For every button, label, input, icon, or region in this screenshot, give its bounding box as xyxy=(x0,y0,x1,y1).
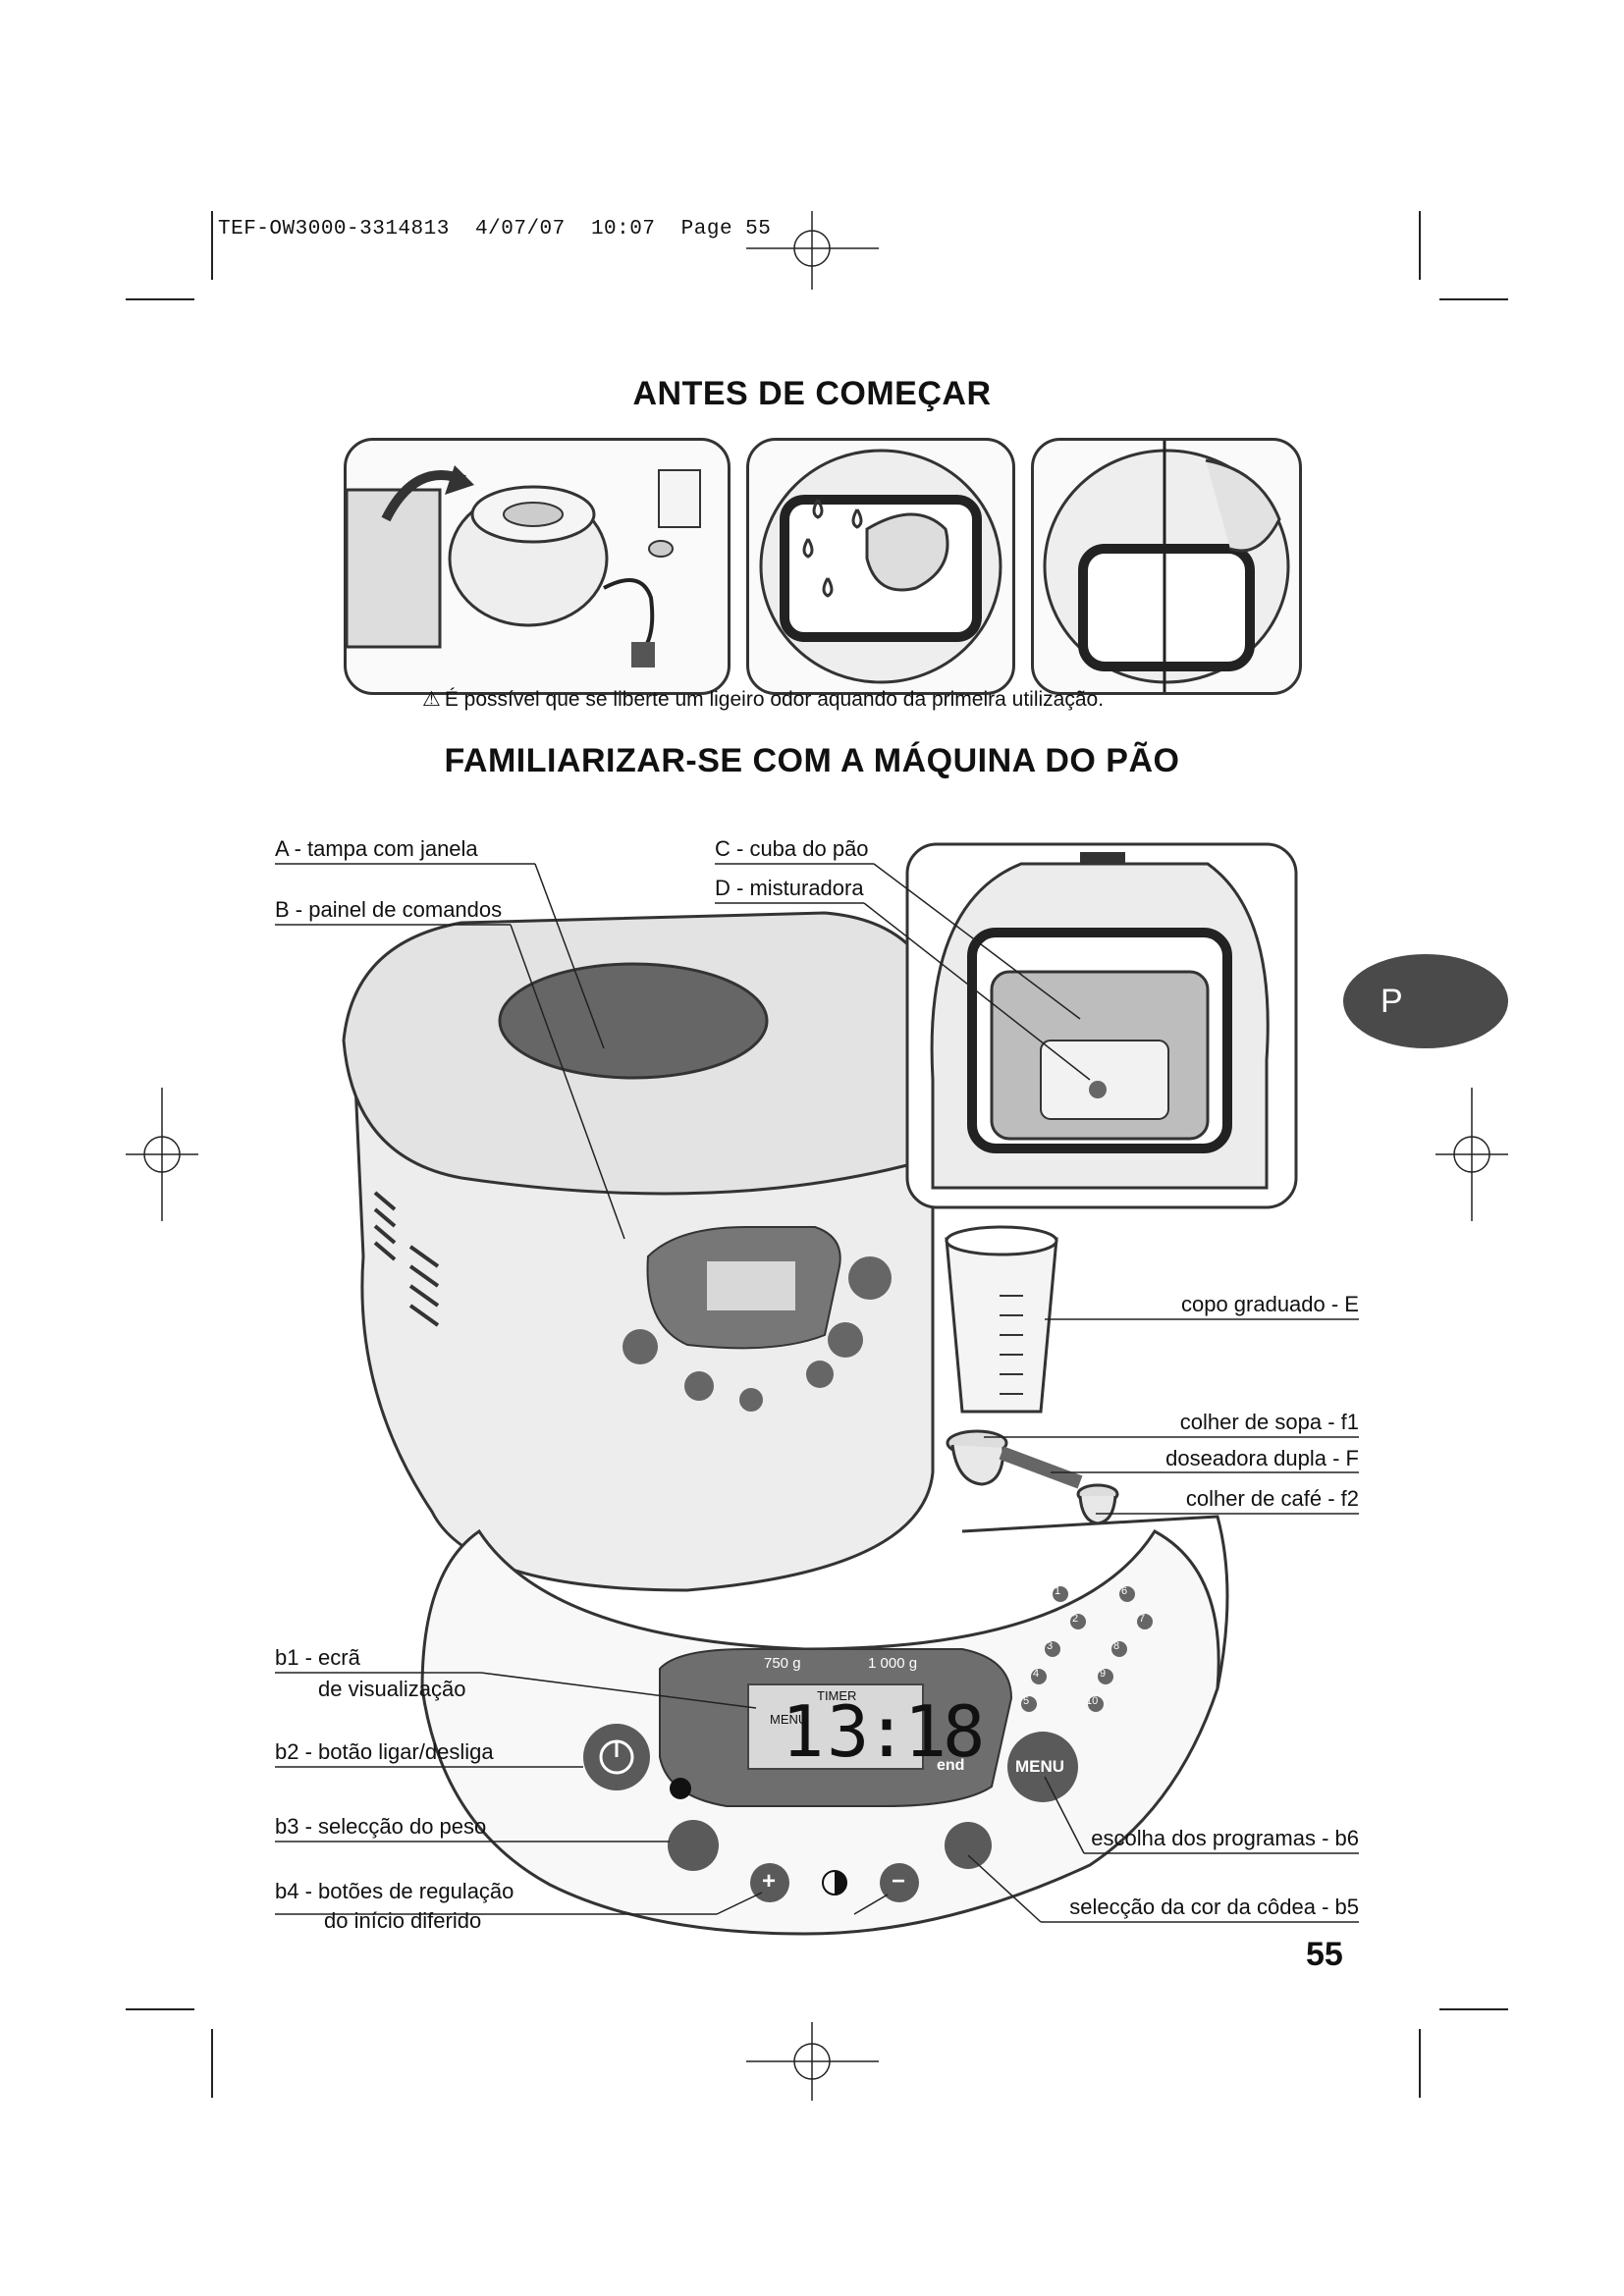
label-b1-display: b1 - ecrã xyxy=(275,1645,360,1670)
plus-button[interactable]: + xyxy=(762,1868,777,1895)
lcd-menu-label: MENU xyxy=(770,1712,808,1727)
label-a-lid: A - tampa com janela xyxy=(275,836,478,861)
label-e-measuring-cup: copo graduado - E xyxy=(1180,1292,1359,1316)
warning-line: ⚠É possível que se liberte um ligeiro od… xyxy=(422,687,1104,712)
registration-mark-left xyxy=(126,1088,198,1221)
wash-tank-drawing xyxy=(759,449,1002,684)
label-c-tank: C - cuba do pão xyxy=(715,836,869,861)
page-number: 55 xyxy=(1306,1936,1343,1973)
program-number: 4 xyxy=(1033,1668,1040,1680)
registration-mark-right xyxy=(1435,1088,1508,1221)
program-number: 9 xyxy=(1100,1668,1107,1680)
label-f1-tablespoon: colher de sopa - f1 xyxy=(1179,1410,1359,1434)
language-tab: P xyxy=(1343,954,1508,1048)
label-b4-delay-line2: do início diferido xyxy=(324,1908,482,1933)
menu-button[interactable]: MENU xyxy=(1015,1757,1065,1776)
label-b-control-panel: B - painel de comandos xyxy=(275,897,503,922)
unpack-drawing xyxy=(347,465,701,667)
timer-label: TIMER xyxy=(817,1688,857,1703)
dry-tank-drawing xyxy=(1043,441,1290,692)
label-b2-power: b2 - botão ligar/desliga xyxy=(275,1739,494,1764)
program-number: 6 xyxy=(1121,1585,1128,1597)
lcd-program-number: 1 xyxy=(782,1690,825,1773)
section-title-before-start: ANTES DE COMEÇAR xyxy=(632,375,992,412)
registration-mark-bottom xyxy=(746,2022,879,2101)
lcd-time: 3:18 xyxy=(827,1690,985,1773)
label-b1-display-line2: de visualização xyxy=(318,1677,466,1701)
label-b6-program: escolha dos programas - b6 xyxy=(1091,1826,1359,1850)
label-d-mixer: D - misturadora xyxy=(715,876,864,900)
weight-1000-label: 1 000 g xyxy=(868,1655,918,1672)
program-number: 2 xyxy=(1072,1613,1079,1625)
power-button[interactable] xyxy=(585,1726,648,1789)
illustration-dry-tank xyxy=(1031,438,1302,695)
program-number: 7 xyxy=(1139,1613,1146,1625)
program-number: 5 xyxy=(1023,1695,1030,1707)
program-number: 8 xyxy=(1113,1640,1120,1652)
section-title-familiarize: FAMILIARIZAR-SE COM A MÁQUINA DO PÃO xyxy=(444,742,1180,779)
label-b5-crust: selecção da cor da côdea - b5 xyxy=(1069,1895,1359,1919)
print-header: TEF-OW3000-3314813 4/07/07 10:07 Page 55 xyxy=(218,218,772,240)
illustration-unpack xyxy=(344,438,731,695)
program-number: 3 xyxy=(1047,1640,1054,1652)
label-f2-teaspoon: colher de café - f2 xyxy=(1185,1486,1359,1511)
label-b4-delay: b4 - botões de regulação xyxy=(275,1879,514,1903)
program-number: 1 xyxy=(1055,1585,1061,1597)
warning-triangle-icon: ⚠ xyxy=(422,688,441,711)
warning-text: É possível que se liberte um ligeiro odo… xyxy=(444,688,1105,711)
minus-button[interactable]: − xyxy=(892,1868,906,1895)
program-number: 10 xyxy=(1086,1695,1099,1707)
weight-button[interactable] xyxy=(668,1820,719,1871)
label-f-double-spoon: doseadora dupla - F xyxy=(1165,1446,1359,1470)
illustration-wash-tank xyxy=(746,438,1015,695)
lcd-end-label: end xyxy=(937,1757,965,1774)
label-b3-weight: b3 - selecção do peso xyxy=(275,1814,487,1839)
crust-color-button[interactable] xyxy=(945,1822,992,1869)
registration-mark-top xyxy=(746,211,879,290)
weight-750-label: 750 g xyxy=(764,1655,801,1672)
